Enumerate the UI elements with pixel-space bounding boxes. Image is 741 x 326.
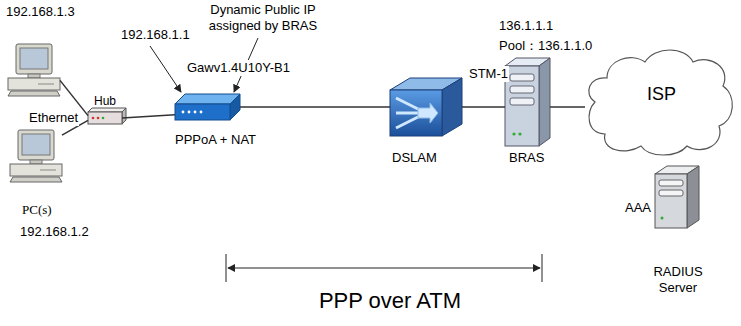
annotation-label: Dynamic Public IP assigned by BRAS: [198, 2, 328, 34]
node-label: Hub: [94, 94, 116, 109]
annotation-label: Gawv1.4U10Y-B1: [186, 60, 291, 76]
hub-icon: [88, 108, 126, 124]
link-line: [240, 106, 390, 108]
node-label: PC(s): [22, 202, 52, 218]
radius-server-icon: [655, 166, 699, 228]
annotation-label: STM-1: [468, 66, 509, 82]
cloud-shape: [589, 50, 733, 155]
bras-icon: [505, 58, 550, 146]
pc-node: PC(s)192.168.1.2: [10, 130, 62, 182]
pc-icon: [10, 130, 62, 182]
link-line: [550, 106, 585, 108]
span-bracket: [226, 254, 542, 282]
annotation-label: 192.168.1.1: [120, 27, 191, 43]
dslam-icon: [390, 78, 462, 136]
dslam-node: DSLAM: [390, 78, 462, 136]
annotation-label: Pool：136.1.1.0: [498, 38, 593, 54]
pc-icon: [8, 44, 60, 96]
node-label: DSLAM: [392, 150, 437, 166]
modem-node: PPPoA + NAT: [175, 94, 240, 120]
hub-node: Hub: [88, 112, 122, 124]
isp-cloud: ISP: [585, 42, 733, 154]
bras-node: BRAS: [505, 58, 550, 146]
node-label: RADIUS Server: [649, 264, 707, 296]
annotation-label: PPP over ATM: [318, 288, 462, 314]
link-line: [122, 115, 175, 118]
link-line: [462, 106, 505, 108]
node-label: BRAS: [509, 150, 544, 166]
pc-node: 192.168.1.3: [8, 44, 60, 96]
modem-icon: [175, 94, 240, 120]
radius-server-node: AAARADIUS Server: [655, 166, 699, 228]
annotation-label: 136.1.1.1: [498, 18, 554, 34]
node-label: 192.168.1.2: [20, 224, 89, 240]
node-label: ISP: [647, 84, 676, 105]
node-label: 192.168.1.3: [6, 4, 75, 20]
node-label: PPPoA + NAT: [175, 132, 256, 148]
annotation-label: Ethernet: [28, 110, 79, 126]
node-label: AAA: [625, 200, 651, 216]
